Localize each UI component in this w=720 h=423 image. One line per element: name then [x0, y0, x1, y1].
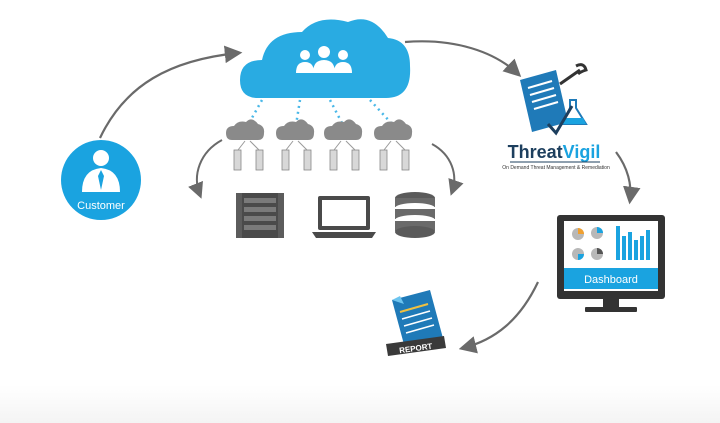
brand-name-part2: Vigil — [563, 142, 601, 162]
arrow-cloud-right-curve — [431, 143, 464, 196]
dashboard-monitor-icon: Dashboard — [557, 215, 665, 312]
database-icon — [395, 192, 435, 238]
brand-tagline: On Demand Threat Management & Remediatio… — [502, 165, 610, 171]
svg-text:ThreatVigil: ThreatVigil — [508, 142, 601, 162]
mini-cloud-1 — [226, 119, 265, 171]
cloud-connection-dots — [246, 99, 394, 126]
customer-icon: Customer — [61, 140, 141, 220]
mini-cloud-servers — [226, 119, 413, 171]
mini-cloud-3 — [324, 119, 363, 171]
mini-cloud-2 — [276, 119, 315, 171]
dashboard-label: Dashboard — [584, 274, 638, 286]
wrench-icon — [559, 63, 588, 86]
server-rack-icon — [236, 193, 284, 238]
threatvigil-document-icon — [520, 63, 588, 136]
arrow-customer-to-cloud — [99, 45, 243, 139]
arrow-cloud-left-curve — [188, 139, 223, 199]
arrow-dashboard-to-report — [458, 281, 539, 354]
mini-cloud-4 — [374, 119, 413, 171]
bottom-band — [0, 385, 720, 423]
report-icon: REPORT — [386, 290, 446, 356]
brand-name-part1: Threat — [508, 142, 563, 162]
laptop-icon — [312, 196, 376, 238]
arrow-threatvigil-to-dashboard — [615, 151, 641, 205]
customer-label: Customer — [77, 200, 125, 212]
checkmark-icon — [546, 105, 574, 136]
threatvigil-logo: ThreatVigil On Demand Threat Management … — [502, 142, 610, 171]
arrow-cloud-to-threatvigil — [404, 40, 522, 78]
cloud-users-icon — [240, 19, 411, 98]
